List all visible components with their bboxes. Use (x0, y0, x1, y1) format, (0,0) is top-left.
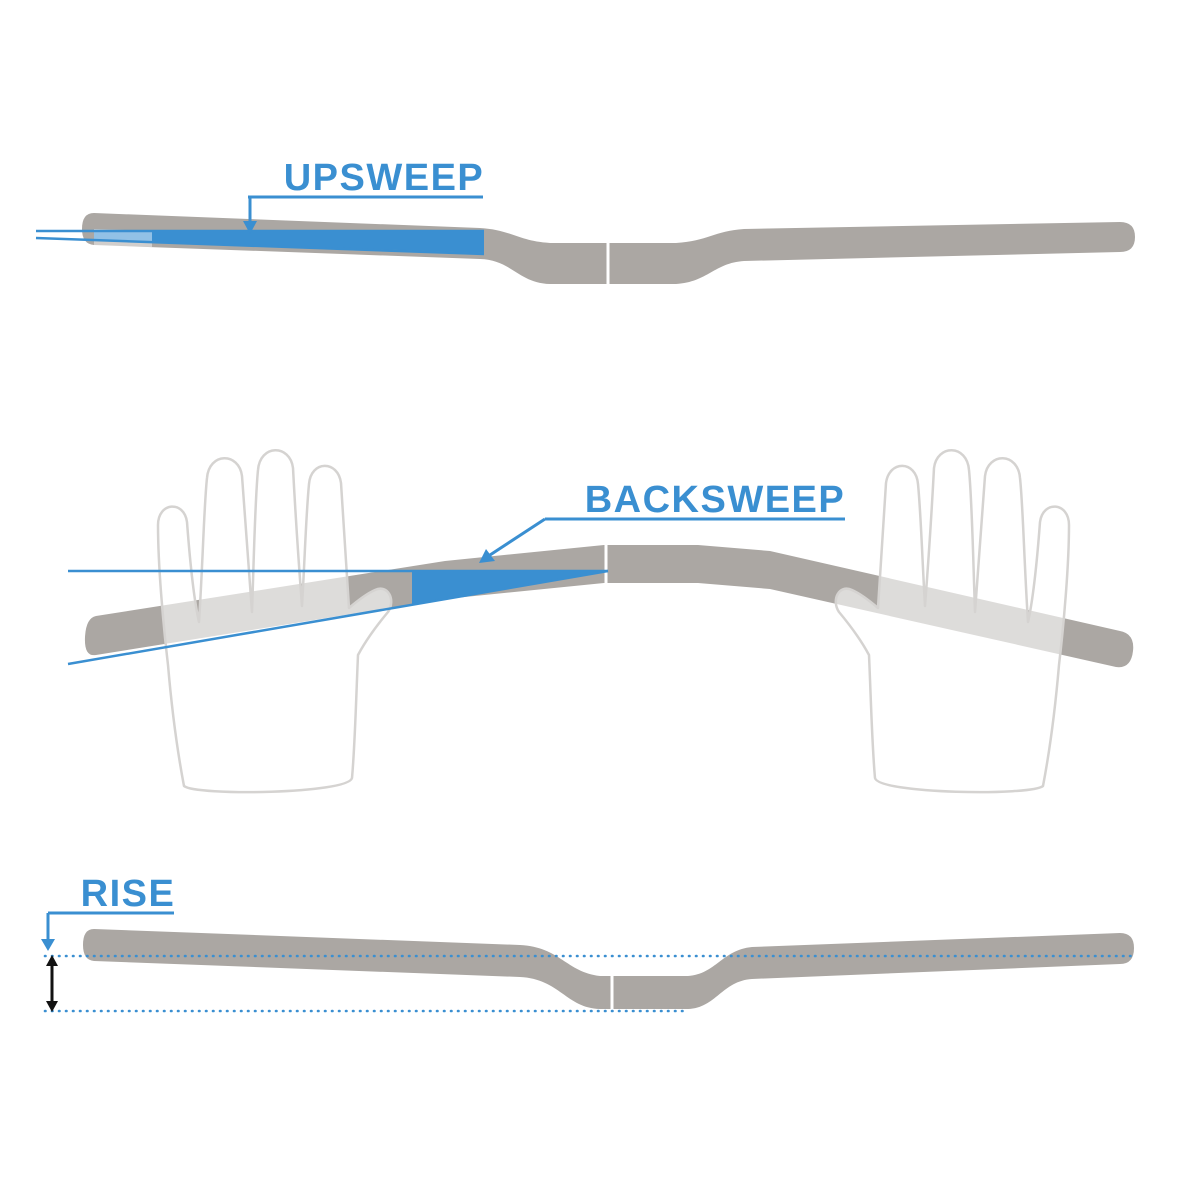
rise-section: RISE (41, 873, 1134, 1013)
rise-measure-arrowhead-up-icon (46, 955, 58, 966)
upsweep-bar-axis-line (35, 236, 485, 256)
upsweep-angle-wedge (94, 232, 484, 253)
upsweep-section: UPSWEEP (35, 157, 1135, 284)
backsweep-section: BACKSWEEP (67, 448, 1134, 794)
backsweep-leader-line (489, 517, 546, 557)
backsweep-arrowhead-icon (479, 549, 495, 563)
upsweep-label: UPSWEEP (284, 157, 485, 199)
backsweep-label: BACKSWEEP (585, 479, 846, 521)
handlebar-rise-view (83, 929, 1134, 1009)
rise-measure-arrowhead-down-icon (46, 1001, 58, 1012)
rise-arrowhead-icon (41, 939, 55, 951)
handlebar-top-view (84, 545, 1134, 668)
rise-measure-arrow (46, 955, 58, 1012)
right-hand-outline (834, 448, 1071, 794)
left-hand-outline (156, 449, 393, 794)
rise-label: RISE (81, 873, 176, 915)
backsweep-bar-axis-line (67, 569, 609, 666)
upsweep-arrowhead-icon (243, 221, 257, 234)
